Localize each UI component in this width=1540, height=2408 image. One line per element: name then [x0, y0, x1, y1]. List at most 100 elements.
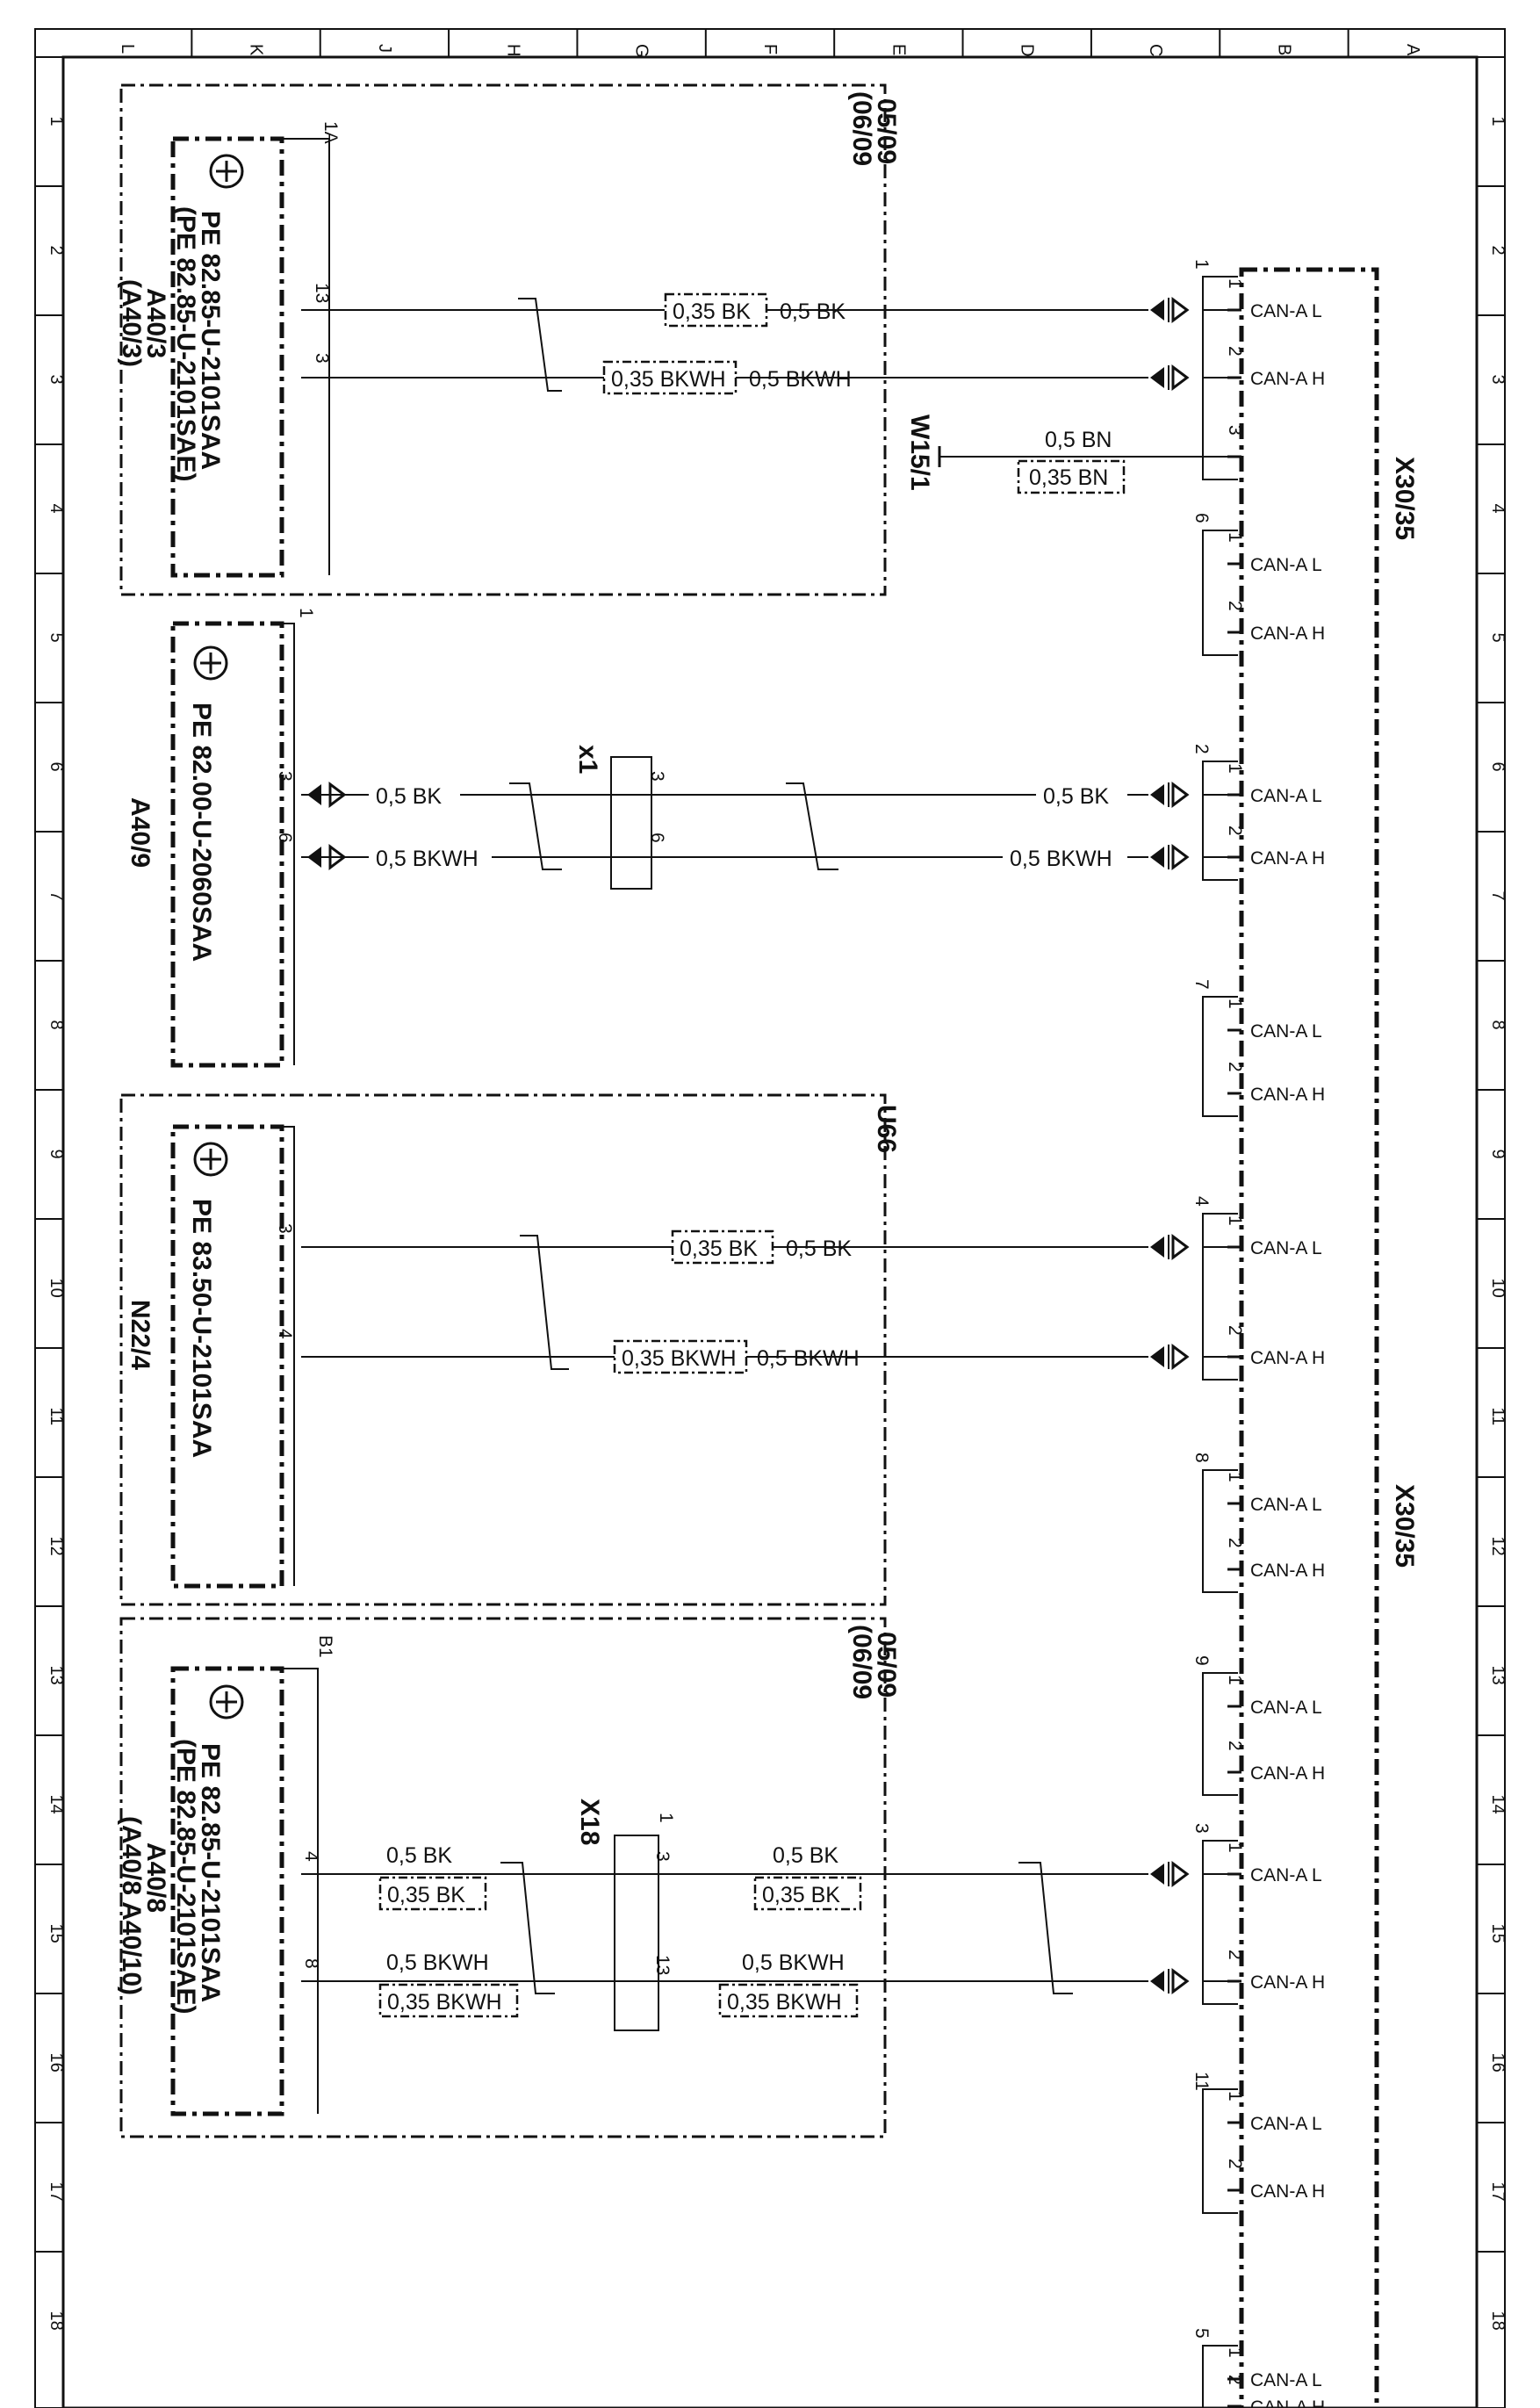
grid-row-label: 12 [1488, 1537, 1508, 1556]
wire-main-label: 0,5 BKWH [749, 367, 852, 392]
pin-group-bracket [1202, 2088, 1238, 2214]
grid-row-label: 14 [1488, 1795, 1508, 1814]
pin-number: 1 [1225, 999, 1245, 1009]
wire-alt-label: 0,35 BK [762, 1883, 840, 1907]
wire-main-label: 0,5 BKWH [742, 1950, 845, 1975]
alt-wire-box [378, 1983, 519, 2018]
document-ref-main[interactable]: PE 82.85-U-2101SAA [196, 1743, 225, 2002]
date-note-2: (06/09 [847, 91, 876, 166]
module-name-n22-4: N22/4 [126, 1300, 155, 1370]
date-note-1: 05/09 [872, 98, 901, 164]
document-ref-main[interactable]: PE 82.85-U-2101SAA [196, 211, 225, 470]
grid-column-label: D [1018, 44, 1037, 56]
grid-row-label: 12 [47, 1537, 66, 1556]
pin-group-bracket [1202, 1840, 1238, 2005]
grid-row-label: 5 [47, 633, 66, 643]
pin-group-bracket [1202, 2345, 1238, 2408]
grid-row-label: 15 [1488, 1924, 1508, 1943]
pin-group-id: 7 [1191, 979, 1212, 990]
pin-signal-label: CAN-A L [1250, 1698, 1322, 1718]
pin-signal-label: CAN-A L [1250, 2114, 1322, 2134]
document-ref-alt[interactable]: (PE 82.85-U-2101SAE) [171, 206, 200, 481]
pin-13: 13 [312, 283, 332, 303]
pin-group-bracket [1202, 761, 1238, 881]
grid-column-label: F [760, 44, 780, 54]
module-box-a40-3 [170, 136, 284, 578]
document-ref-main[interactable]: PE 82.00-U-2060SAA [187, 703, 216, 962]
pin-number: 1 [1225, 1215, 1245, 1226]
pin-number: 2 [1225, 1741, 1245, 1751]
inline-pin-6: 6 [647, 833, 667, 843]
alt-wire-box [718, 1983, 859, 2018]
grid-column-label: G [632, 44, 651, 58]
grid-row-label: 11 [47, 1408, 66, 1426]
pin-number: 3 [1225, 425, 1245, 436]
pin-number: 1 [1225, 1842, 1245, 1853]
grid-row-label: 4 [47, 504, 66, 514]
wire-alt-label: 0,35 BK [387, 1883, 465, 1907]
pin-number: 1 [1225, 2347, 1245, 2358]
grid-row-label: 17 [1488, 2182, 1508, 2202]
ground-wire-main-label: 0,5 BN [1045, 428, 1112, 452]
pin-signal-label: CAN-A L [1250, 786, 1322, 806]
document-ref-alt[interactable]: (PE 82.85-U-2101SAE) [171, 1739, 200, 2014]
pin-8: 8 [301, 1958, 321, 1969]
twisted-pair-marker [1018, 1862, 1073, 1994]
module-connector-bracket [282, 138, 330, 575]
pin-3: 3 [275, 1223, 295, 1234]
grid-row-label: 6 [1488, 762, 1508, 772]
pin-group-id: 5 [1191, 2328, 1212, 2339]
pin-signal-label: CAN-A H [1250, 1348, 1325, 1368]
pin-4: 4 [301, 1851, 321, 1862]
pin-group-id: 3 [1191, 1823, 1212, 1834]
twisted-pair-marker [786, 782, 838, 870]
pin-6: 6 [275, 833, 295, 843]
inline-pin-3: 3 [652, 1851, 673, 1862]
grid-row-label: 13 [1488, 1666, 1508, 1685]
document-ref-main[interactable]: PE 83.50-U-2101SAA [187, 1199, 216, 1458]
pin-number: 2 [1225, 825, 1245, 836]
grid-column-label: H [503, 44, 522, 56]
grid-row-label: 4 [1488, 504, 1508, 514]
module-connector-bracket [282, 623, 295, 1065]
wire-alt-label: 0,35 BKWH [727, 1990, 842, 2015]
pin-number: 2 [1225, 1538, 1245, 1548]
plug-connector-icon [1150, 1968, 1190, 1994]
pin-signal-label: CAN-A L [1250, 1865, 1322, 1885]
ground-wire-alt-label: 0,35 BN [1029, 465, 1108, 490]
wire-label-right: 0,5 BK [1043, 784, 1109, 809]
variant-code-label: U66 [872, 1105, 901, 1153]
wire-main-label: 0,5 BK [773, 1843, 838, 1868]
alt-wire-box [378, 1876, 487, 1911]
pin-number: 2 [1225, 1325, 1245, 1336]
alt-wire-box [602, 360, 738, 395]
module-box-a40-8 [170, 1666, 284, 2116]
module-box-n22-4 [170, 1124, 284, 1589]
pin-group-id: 6 [1191, 513, 1212, 523]
module-a40-9: 1 PE 82.00-U-2060SAA A40/9 3 6 x1 3 6 0,… [126, 608, 1148, 1068]
pin-signal-label: CAN-A H [1250, 1561, 1325, 1581]
grid-column-label: K [247, 44, 266, 56]
pin-group-bracket [1202, 996, 1238, 1117]
pin-signal-label: CAN-A L [1250, 301, 1322, 321]
connector-name-label: X30/35 [1390, 1484, 1419, 1568]
grid-column-label: J [375, 44, 394, 53]
pin-signal-label: CAN-A H [1250, 1085, 1325, 1105]
pin-group-id: 1 [1191, 259, 1212, 270]
inline-connector-x1 [610, 756, 652, 890]
inline-connector-label: X18 [575, 1799, 604, 1845]
grid-row-label: 6 [47, 762, 66, 772]
grid-row-label: 14 [47, 1795, 66, 1814]
wire-main-label: 0,5 BK [386, 1843, 452, 1868]
pin-number: 1 [1225, 763, 1245, 774]
pin-3: 3 [275, 771, 295, 782]
date-note-1: 05/09 [872, 1632, 901, 1698]
module-name-a40-9: A40/9 [126, 797, 155, 868]
module-connector-bracket [282, 1668, 319, 2114]
alt-wire-box [664, 292, 768, 328]
plug-connector-icon [1150, 297, 1190, 323]
grid-row-label: 10 [1488, 1279, 1508, 1298]
plug-connector-icon [1150, 1344, 1190, 1370]
grid-column-label: L [118, 44, 137, 54]
